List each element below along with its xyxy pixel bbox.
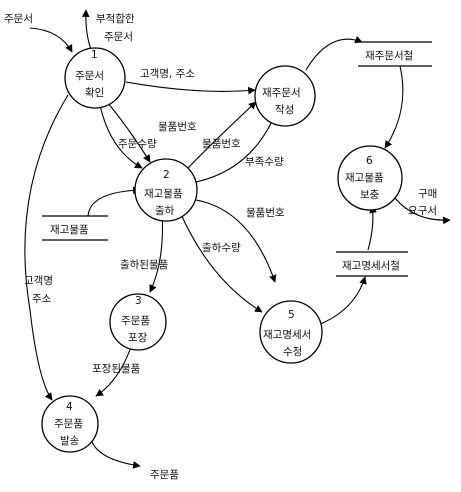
process-3-number: 3	[135, 295, 142, 307]
process-6-number: 6	[366, 155, 373, 167]
label-order-in: 주문서	[4, 13, 33, 25]
flow-p6-to-purchase	[394, 197, 451, 225]
store-ledger-label: 재고명세서철	[342, 260, 400, 272]
flow-labels: 주문서 부적합한 주문서 고객명, 주소 물품번호 주문수량 물품번호 부족수량…	[4, 13, 437, 481]
process-reorder-line1: 재주문서	[262, 87, 301, 99]
process-4-line2: 발송	[60, 435, 80, 447]
flow-p1-to-p2-a	[99, 104, 143, 169]
process-3: 3 주문품 포장	[109, 293, 167, 351]
process-3-line2: 포장	[128, 332, 148, 344]
label-purchase-2: 요구서	[408, 205, 437, 217]
flow-inventory-to-p2	[87, 186, 141, 217]
flow-p5-to-ledger	[317, 276, 367, 326]
flow-reorder-to-store	[305, 35, 363, 71]
flow-p2-to-p5-a	[195, 199, 277, 283]
process-5-line1: 재고명세서	[263, 329, 311, 341]
process-6-line1: 재고물품	[345, 172, 384, 184]
flow-p2-to-reorder-b	[195, 116, 275, 183]
label-address: 주소	[32, 293, 52, 305]
label-purchase-1: 구매	[418, 188, 437, 200]
store-stock-ledger: 재고명세서철	[336, 251, 408, 277]
store-inventory: 재고물품	[42, 215, 108, 241]
label-order-qty: 주문수량	[118, 138, 157, 150]
store-reorder-file: 재주문서철	[358, 41, 432, 67]
label-item-no-3: 물품번호	[246, 207, 285, 219]
process-3-line1: 주문품	[121, 315, 150, 327]
label-customer-name-address: 고객명, 주소	[140, 68, 195, 80]
process-1-number: 1	[91, 49, 98, 61]
flow-lines	[24, 9, 451, 469]
process-5: 5 재고명세서 수정	[259, 300, 323, 364]
label-ship-qty: 출하수량	[202, 241, 241, 254]
process-6: 6 재고물품 보충	[337, 145, 403, 211]
process-4-number: 4	[66, 401, 73, 413]
process-2-line2: 출하	[155, 204, 175, 217]
flow-p1-to-p2-b	[107, 102, 151, 163]
process-5-line2: 수정	[283, 346, 302, 358]
label-shipped-item: 출하된물품	[120, 258, 169, 271]
process-2-number: 2	[163, 169, 170, 181]
label-order-out: 주문품	[150, 469, 179, 481]
store-inventory-label: 재고물품	[50, 224, 89, 236]
flow-p1-to-p4	[24, 94, 69, 401]
flow-p4-to-out	[91, 441, 141, 469]
process-4: 4 주문품 발송	[41, 395, 99, 453]
flow-p3-to-p4	[95, 343, 133, 397]
flow-order-in	[29, 27, 73, 53]
process-reorder: 재주문서 작성	[254, 65, 316, 127]
flow-p2-to-reorder-a	[185, 101, 257, 171]
process-1-line1: 주문서	[75, 70, 104, 82]
label-shortage-qty: 부족수량	[245, 156, 284, 168]
process-2: 2 재고물품 출하	[134, 158, 198, 222]
process-reorder-line2: 작성	[275, 104, 294, 116]
label-item-no-2: 물품번호	[202, 138, 241, 150]
process-5-number: 5	[288, 309, 295, 321]
process-2-line1: 재고물품	[144, 188, 183, 200]
flow-p2-to-p3	[149, 211, 164, 293]
process-1-line2: 확인	[85, 86, 104, 99]
label-invalid-order-1: 부적합한	[96, 13, 135, 25]
label-customer-name: 고객명	[24, 275, 53, 287]
label-invalid-order-2: 주문서	[104, 31, 133, 43]
process-4-line1: 주문품	[54, 418, 83, 430]
flow-p2-to-p5-b	[179, 211, 263, 313]
label-packed-item: 포장된물품	[92, 363, 141, 375]
flow-store-to-p6	[384, 65, 404, 149]
flow-invalid-order	[81, 9, 93, 53]
flow-ledger-to-p6	[367, 205, 377, 251]
process-6-line2: 보충	[360, 189, 380, 201]
store-reorder-label: 재주문서철	[365, 50, 413, 62]
flow-p1-to-reorder	[125, 81, 256, 95]
label-item-no-1: 물품번호	[158, 121, 197, 133]
process-1: 1 주문서 확인	[64, 47, 126, 109]
